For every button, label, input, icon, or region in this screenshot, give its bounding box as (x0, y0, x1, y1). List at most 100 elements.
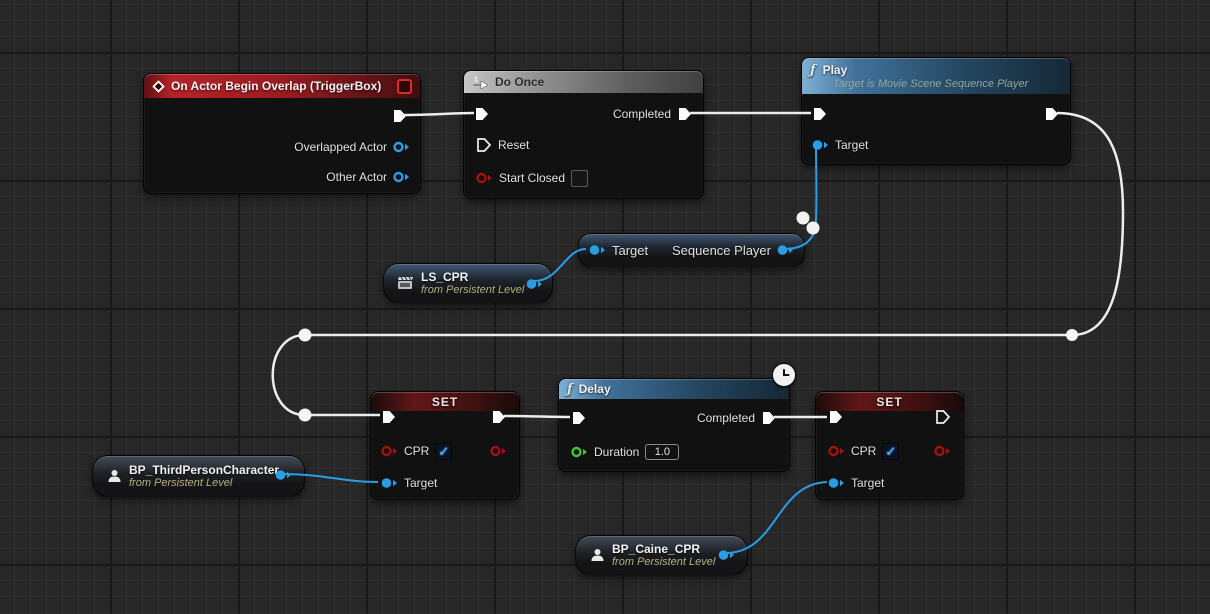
delegate-pin[interactable] (397, 78, 412, 94)
exec-pin-icon (573, 412, 585, 424)
exec-pin-icon (394, 110, 406, 122)
node-set-cpr-right[interactable]: SET CPR ✓ Target (815, 391, 964, 500)
object-pin-icon (381, 478, 397, 488)
pin-label: CPR (851, 444, 877, 458)
node-bp-caine-cpr[interactable]: BP_Caine_CPR from Persistent Level (575, 535, 748, 575)
actor-person-icon (108, 469, 121, 482)
pin-label: Target (612, 242, 649, 258)
node-title: BP_Caine_CPR (612, 542, 701, 556)
exec-in-pin[interactable] (812, 104, 828, 124)
pin-target-in[interactable]: Target (589, 240, 648, 260)
reroute-knot[interactable] (1066, 329, 1078, 341)
do-once-icon-number: 1 (474, 76, 478, 83)
actor-person-icon (591, 548, 604, 561)
pin-label: CPR (404, 444, 430, 458)
node-delay[interactable]: ƒ Delay Completed Duration 1.0 (558, 378, 790, 472)
pin-label: Target (404, 476, 438, 490)
cpr-checkbox[interactable]: ✓ (435, 442, 453, 460)
pin-target[interactable]: Target (828, 473, 884, 493)
pin-cpr-out[interactable] (490, 441, 507, 461)
exec-in-pin[interactable] (474, 104, 490, 124)
exec-pin-icon (679, 108, 691, 120)
node-bp-third-person-character[interactable]: BP_ThirdPersonCharacter from Persistent … (92, 455, 305, 497)
pin-completed[interactable]: Completed (613, 104, 693, 124)
object-pin-icon (393, 171, 409, 183)
object-pin-icon (777, 245, 793, 255)
exec-in-pin[interactable] (828, 407, 844, 427)
pin-label: Duration (594, 445, 640, 459)
pin-label: Completed (696, 411, 755, 425)
reroute-knot[interactable] (298, 328, 312, 342)
pin-reset[interactable]: Reset (476, 135, 529, 155)
pin-completed[interactable]: Completed (697, 408, 777, 428)
exec-in-pin[interactable] (381, 407, 397, 427)
node-title: SET (431, 394, 459, 409)
bool-pin-icon (490, 445, 506, 457)
pin-label: Overlapped Actor (294, 140, 387, 154)
exec-out-pin[interactable] (491, 407, 507, 427)
object-pin-icon (393, 141, 409, 153)
object-pin-icon (275, 470, 291, 480)
node-subtitle: Target is Movie Scene Sequence Player (833, 77, 1029, 90)
pin-other-actor[interactable]: Other Actor (326, 167, 410, 187)
reroute-knot[interactable] (298, 408, 312, 422)
node-title: SET (876, 394, 903, 409)
event-node-header: On Actor Begin Overlap (TriggerBox) (144, 74, 420, 98)
exec-in-pin[interactable] (571, 408, 587, 428)
pin-target[interactable]: Target (381, 473, 437, 493)
pin-label: Target (851, 476, 885, 490)
exec-pin-icon (1046, 108, 1058, 120)
event-diamond-icon (152, 79, 165, 93)
object-pin-icon (526, 279, 542, 289)
bool-pin-icon (476, 172, 492, 184)
node-get-sequence-player[interactable]: Target Sequence Player (578, 233, 805, 267)
pin-object-out[interactable] (275, 465, 292, 485)
pin-cpr-in[interactable]: CPR ✓ (828, 441, 900, 461)
exec-out-pin[interactable] (1044, 104, 1060, 124)
latent-clock-icon (772, 363, 796, 387)
exec-pin-icon (814, 108, 826, 120)
pin-duration[interactable]: Duration 1.0 (571, 442, 680, 462)
pin-label: Start Closed (499, 171, 566, 185)
cpr-checkbox[interactable]: ✓ (882, 442, 900, 460)
object-pin-icon (718, 550, 734, 560)
node-title: Delay (578, 382, 611, 396)
pin-object-out[interactable] (718, 545, 735, 565)
wire-bubble (796, 211, 810, 225)
node-title: LS_CPR (421, 270, 469, 284)
wire-bubble (806, 221, 820, 235)
pin-overlapped-actor[interactable]: Overlapped Actor (294, 137, 410, 157)
node-set-cpr-left[interactable]: SET CPR ✓ Target (370, 391, 520, 500)
bool-pin-icon (381, 445, 397, 457)
node-on-actor-begin-overlap[interactable]: On Actor Begin Overlap (TriggerBox) Over… (143, 73, 421, 194)
function-icon: ƒ (567, 381, 573, 397)
pin-cpr-in[interactable]: CPR ✓ (381, 441, 453, 461)
do-once-icon: 1 (473, 76, 489, 89)
node-subtitle: from Persistent Level (421, 284, 525, 296)
pin-cpr-out[interactable] (934, 441, 951, 461)
pin-target[interactable]: Target (812, 135, 868, 155)
pin-label: Target (835, 138, 869, 152)
exec-pin-icon (383, 411, 395, 423)
node-subtitle: from Persistent Level (612, 556, 716, 568)
node-play[interactable]: ƒ Play Target is Movie Scene Sequence Pl… (801, 57, 1071, 165)
node-title: BP_ThirdPersonCharacter (129, 463, 280, 477)
exec-out-pin[interactable] (392, 106, 408, 126)
exec-out-pin[interactable] (935, 407, 951, 427)
pin-sequence-player-out[interactable]: Sequence Player (672, 240, 794, 260)
exec-pin-icon (493, 411, 505, 423)
duration-value-input[interactable]: 1.0 (645, 444, 680, 460)
object-pin-icon (828, 478, 844, 488)
exec-pin-icon (936, 410, 951, 424)
node-ls-cpr[interactable]: LS_CPR from Persistent Level (383, 263, 553, 303)
pin-label: Other Actor (326, 170, 387, 184)
start-closed-checkbox[interactable] (571, 169, 589, 187)
pin-start-closed[interactable]: Start Closed (476, 168, 589, 188)
node-title: Play (822, 63, 848, 77)
play-header: ƒ Play Target is Movie Scene Sequence Pl… (802, 58, 1070, 94)
exec-pin-icon (763, 412, 775, 424)
node-title: On Actor Begin Overlap (TriggerBox) (171, 79, 382, 93)
pin-object-out[interactable] (526, 274, 543, 294)
node-do-once[interactable]: 1 Do Once Completed Reset Start Closed (463, 70, 704, 199)
